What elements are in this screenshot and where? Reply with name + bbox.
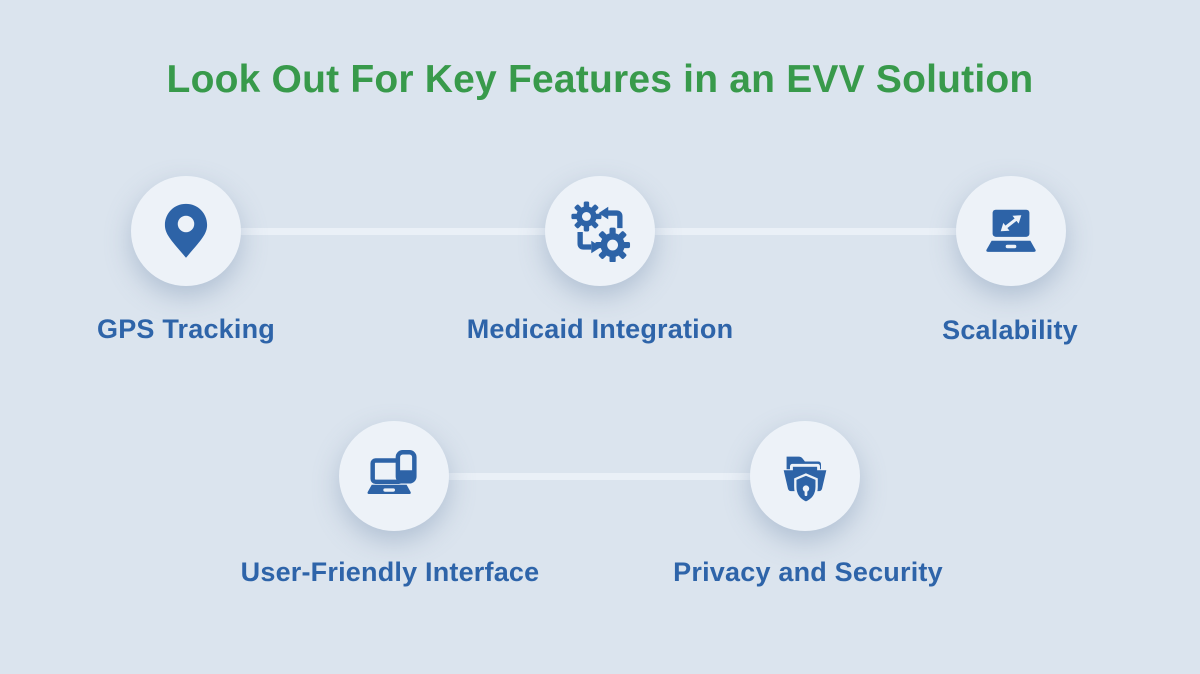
feature-label-privacy-and-security: Privacy and Security — [673, 557, 943, 587]
connector-line-bottom-row — [394, 473, 805, 480]
gears-sync-icon — [569, 200, 631, 262]
laptop-expand-icon — [980, 200, 1042, 262]
laptop-phone-icon — [363, 445, 425, 507]
feature-label-scalability: Scalability — [942, 315, 1078, 345]
feature-label-gps-tracking: GPS Tracking — [97, 314, 275, 344]
feature-label-user-friendly-interface: User-Friendly Interface — [240, 557, 540, 587]
page-title: Look Out For Key Features in an EVV Solu… — [166, 58, 1034, 101]
feature-node-privacy-and-security — [750, 421, 860, 531]
secure-folder-shield-icon — [774, 445, 836, 507]
feature-node-scalability — [956, 176, 1066, 286]
feature-label-medicaid-integration: Medicaid Integration — [466, 314, 734, 344]
feature-node-medicaid-integration — [545, 176, 655, 286]
feature-node-gps-tracking — [131, 176, 241, 286]
feature-node-user-friendly-interface — [339, 421, 449, 531]
map-pin-icon — [156, 200, 216, 262]
